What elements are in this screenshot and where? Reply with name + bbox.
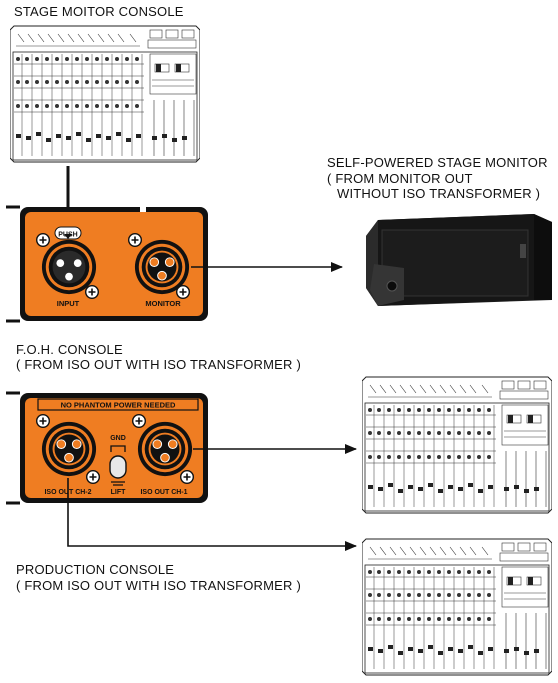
iso-ch2-to-production-cable — [67, 478, 357, 551]
monitor-label: MONITOR — [145, 299, 181, 308]
prod-title-line1: PRODUCTION CONSOLE — [16, 562, 175, 577]
lift-position-icon — [111, 481, 125, 486]
stage-monitor-speaker — [366, 214, 552, 306]
screw-icon — [128, 233, 142, 247]
iso-out-ch2-xlr-icon — [41, 421, 97, 477]
input-xlr-female-icon — [41, 239, 97, 295]
stage-console-label: STAGE MOITOR CONSOLE — [14, 4, 184, 19]
monitor-title-line3: WITHOUT ISO TRANSFORMER ) — [337, 186, 541, 201]
iso-out-ch1-label: ISO OUT CH-1 — [140, 489, 187, 496]
gnd-label: GND — [110, 435, 126, 442]
phantom-power-banner: NO PHANTOM POWER NEEDED — [61, 401, 176, 410]
monitor-title-line2: ( FROM MONITOR OUT — [327, 171, 473, 186]
monitor-xlr-male-icon — [134, 239, 190, 295]
foh-title-line2: ( FROM ISO OUT WITH ISO TRANSFORMER ) — [16, 357, 301, 372]
stage-monitor-console — [10, 25, 200, 163]
iso-out-ch1-xlr-icon — [137, 421, 193, 477]
screw-icon — [85, 285, 99, 299]
ground-lift-switch — [109, 455, 127, 479]
push-tab-pointer-icon — [64, 234, 72, 239]
lift-label: LIFT — [111, 489, 126, 496]
prod-title-line2: ( FROM ISO OUT WITH ISO TRANSFORMER ) — [16, 578, 301, 593]
foh-title-line1: F.O.H. CONSOLE — [16, 342, 123, 357]
screw-icon — [36, 414, 50, 428]
foh-console — [362, 376, 552, 514]
push-label: PUSH — [58, 232, 77, 239]
screw-icon — [86, 470, 100, 484]
screw-icon — [180, 470, 194, 484]
screw-icon — [132, 414, 146, 428]
production-console — [362, 538, 552, 676]
screw-icon — [36, 233, 50, 247]
monitor-title-line1: SELF-POWERED STAGE MONITOR — [327, 155, 548, 170]
gnd-position-icon — [110, 445, 126, 452]
input-label: INPUT — [57, 299, 80, 308]
